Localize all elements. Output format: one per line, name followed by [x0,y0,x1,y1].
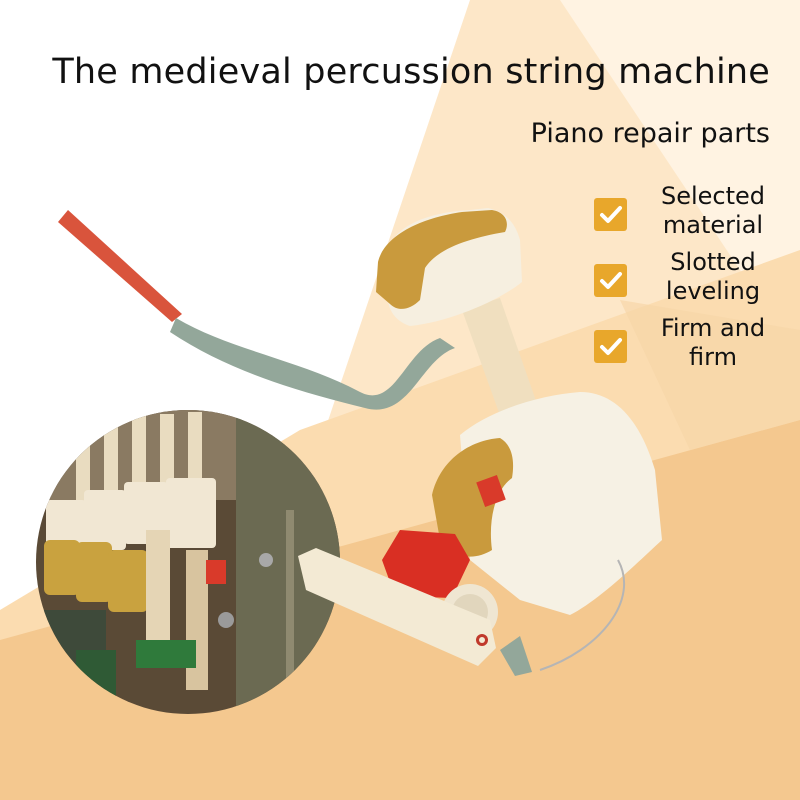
feature-item: Firm and firm [592,314,792,380]
feature-label: Selected material [660,182,766,239]
checkmark-icon [594,264,627,297]
feature-item: Slotted leveling [592,248,792,314]
page-title: The medieval percussion string machine [52,52,770,92]
checkmark-icon [594,330,627,363]
feature-list: Selected material Slotted leveling Firm … [592,182,792,380]
feature-item: Selected material [592,182,792,248]
piano-action-photo [36,410,340,714]
page-subtitle: Piano repair parts [530,118,770,149]
checkmark-icon [594,198,627,231]
feature-label: Firm and firm [660,314,766,371]
feature-label: Slotted leveling [665,248,761,305]
